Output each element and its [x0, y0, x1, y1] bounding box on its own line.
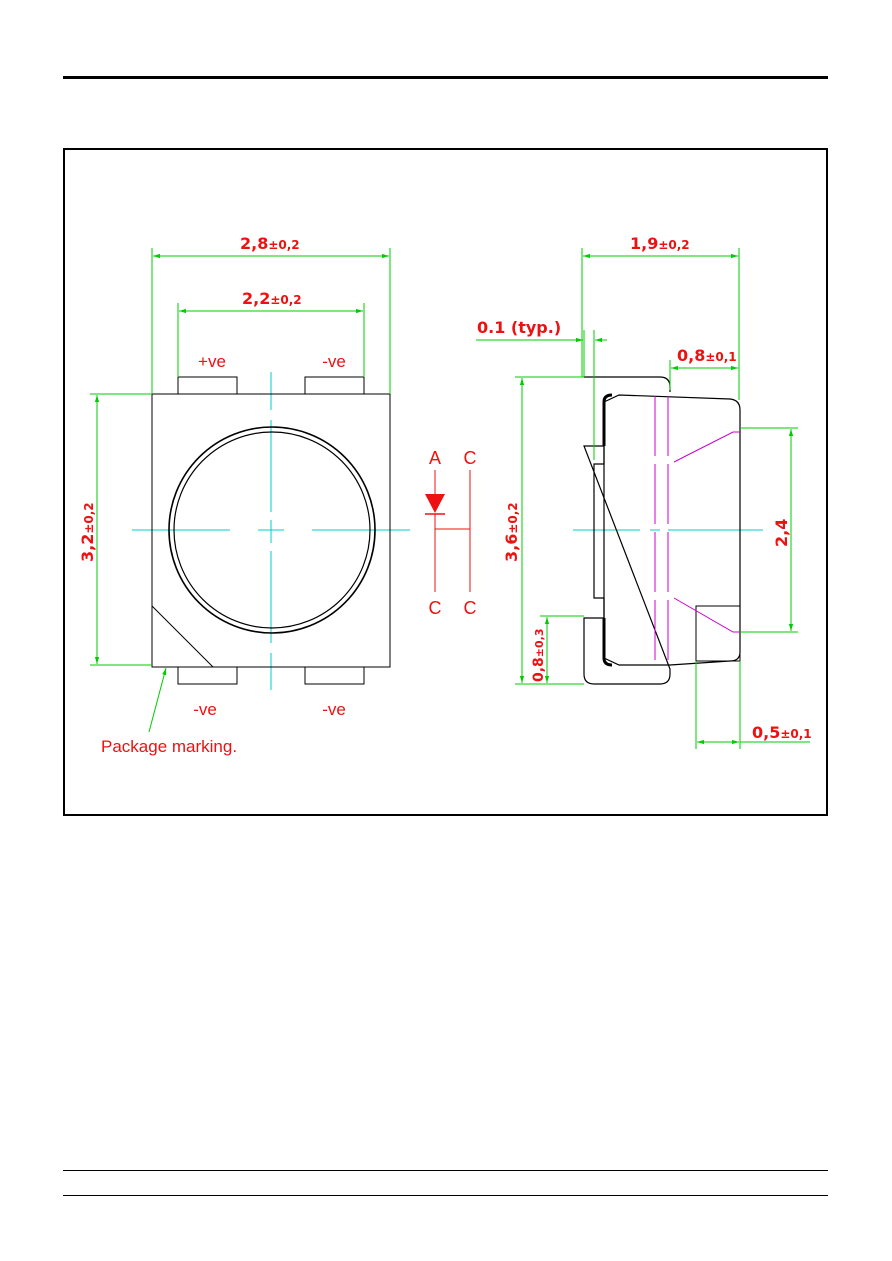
footer-rule-bottom: [63, 1195, 828, 1196]
side-pad: [695, 605, 741, 662]
dim-depth-label: 1,9±0,2: [630, 234, 690, 253]
pin-label-top-left: +ve: [198, 352, 226, 371]
dim-length: [515, 376, 584, 685]
header-rule: [63, 76, 828, 79]
dim-total-width: [151, 248, 391, 394]
dim-lead-length-label: 0,8±0,3: [531, 628, 547, 682]
lens-inner: [173, 431, 371, 629]
pin-label-bottom-left: -ve: [193, 700, 217, 719]
side-view: 1,9±0,2 0.1 (typ.) 0,8±0,1 3,6±0,2: [476, 234, 812, 749]
dim-pad-pitch-label: 2,2±0,2: [242, 289, 302, 308]
lens-outer: [168, 426, 376, 634]
diode-symbol: [425, 494, 445, 513]
diode-schematic: A C C C: [425, 448, 477, 618]
schematic-cathode-bottom-left-label: C: [429, 598, 442, 618]
package-body-top: [151, 393, 391, 668]
pad-bottom-right: [304, 666, 365, 685]
dim-pad-width: [695, 661, 810, 749]
pad-top-right: [304, 376, 365, 395]
schematic-cathode-top-label: C: [464, 448, 477, 468]
dim-depth: [581, 248, 740, 400]
dim-pad-span-label: 2,4: [772, 519, 791, 547]
dim-lens-offset: [669, 360, 738, 390]
dim-height-label: 3,2±0,2: [78, 502, 97, 562]
pin-label-top-right: -ve: [322, 352, 346, 371]
dim-height: [90, 393, 152, 666]
dim-pad-span: [740, 427, 798, 633]
dim-pad-width-label: 0,5±0,1: [752, 723, 812, 742]
dim-lead-length: [540, 615, 584, 683]
package-marking-note: Package marking.: [101, 737, 237, 756]
dim-lead-thickness-label: 0.1 (typ.): [477, 318, 561, 337]
drawing-frame: [63, 148, 828, 816]
pad-top-left: [177, 376, 238, 395]
schematic-cathode-bottom-right-label: C: [464, 598, 477, 618]
dim-total-width-label: 2,8±0,2: [240, 234, 300, 253]
side-hidden-lines: [654, 396, 740, 665]
footer-rule-top: [63, 1170, 828, 1171]
pad-bottom-left: [177, 666, 238, 685]
package-marking-leader: [148, 667, 167, 733]
dim-lead-thickness: [476, 330, 607, 460]
schematic-anode-label: A: [429, 448, 441, 468]
dim-pad-pitch: [177, 303, 365, 377]
top-view: 2,8±0,2 2,2±0,2 3,2±0,2 +ve -ve -ve -ve …: [78, 234, 410, 756]
dim-length-label: 3,6±0,2: [502, 502, 521, 562]
package-marking-chamfer: [151, 605, 214, 668]
dim-lens-offset-label: 0,8±0,1: [677, 346, 737, 365]
top-view-centerlines: [132, 372, 410, 690]
pin-label-bottom-right: -ve: [322, 700, 346, 719]
